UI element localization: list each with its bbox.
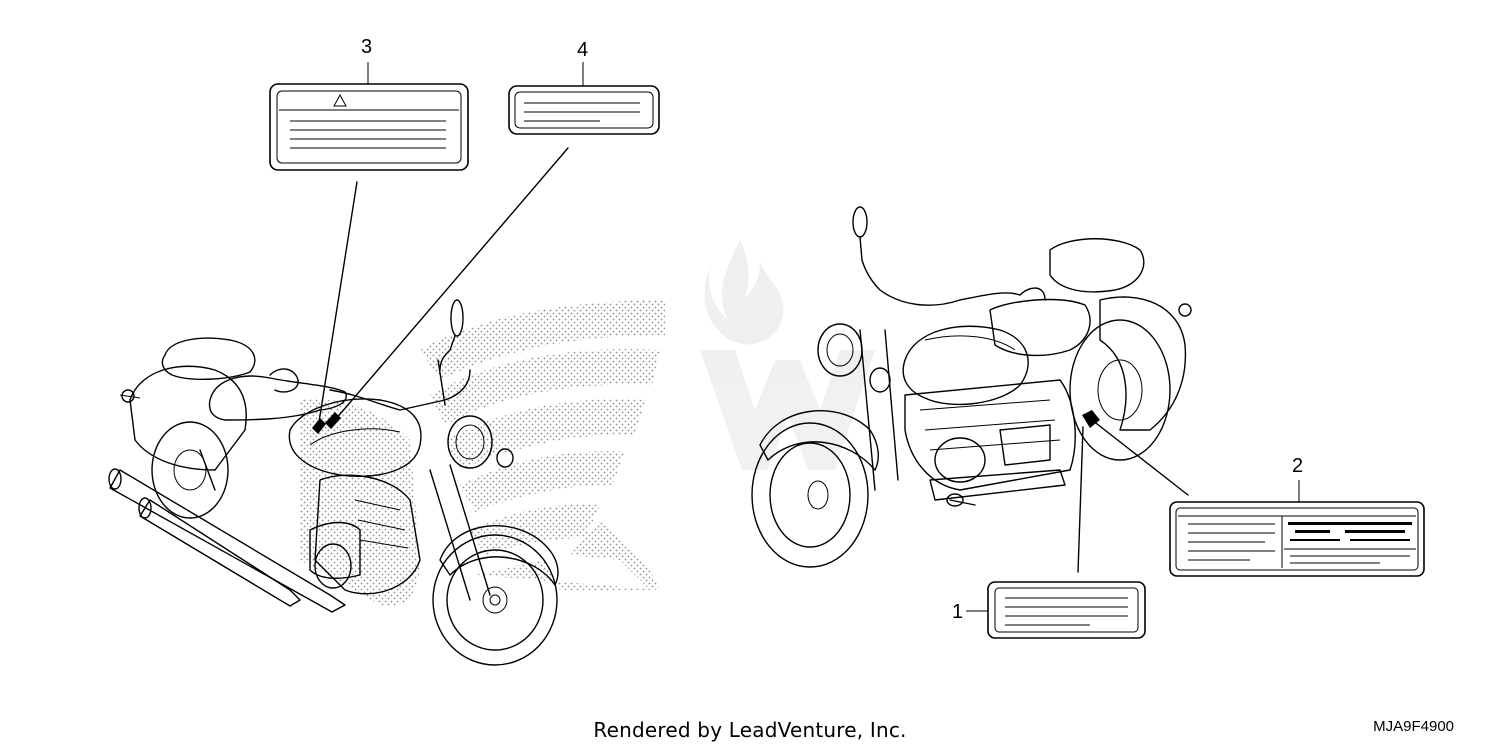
label-1[interactable] <box>966 581 1146 639</box>
label-2[interactable] <box>1169 480 1425 577</box>
callout-1: 1 <box>952 601 964 623</box>
motorcycle-left <box>108 299 559 666</box>
wing-emblem <box>300 300 665 607</box>
render-credit: Rendered by LeadVenture, Inc. <box>593 718 907 742</box>
callout-2: 2 <box>1292 455 1304 477</box>
warning-triangle-icon <box>333 93 347 107</box>
leader-lines <box>318 147 1189 573</box>
diagram-code: MJA9F4900 <box>1373 718 1454 735</box>
label-3-warning[interactable] <box>269 62 469 171</box>
motorcycle-right <box>751 206 1192 568</box>
callout-4: 4 <box>577 39 589 61</box>
callout-3: 3 <box>361 36 373 58</box>
label-4[interactable] <box>508 62 660 135</box>
watermark-logo <box>700 240 875 470</box>
